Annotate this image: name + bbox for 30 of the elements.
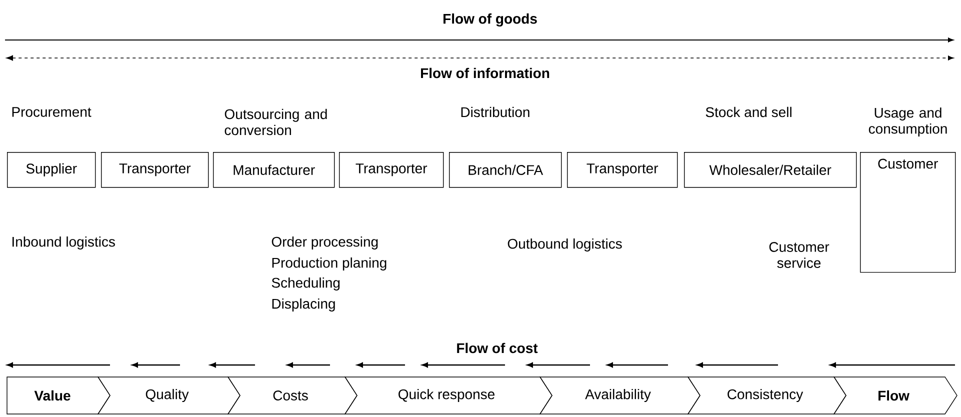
activity-label: Customer service	[769, 242, 830, 268]
stage-label: Usage and consumption	[868, 107, 947, 136]
activity-label: Displacing	[272, 298, 335, 312]
entity-box: Manufacturer	[213, 152, 335, 188]
chevron-step: Costs	[227, 376, 358, 414]
entity-box: Supplier	[7, 152, 96, 188]
stage-label: Procurement	[12, 107, 92, 117]
entity-box: Wholesaler/Retailer	[684, 152, 857, 188]
entity-box: Transporter	[339, 152, 444, 188]
chevron-step: Availability	[539, 376, 700, 414]
chevron-step: Value	[6, 376, 110, 414]
stage-label: Distribution	[461, 106, 530, 118]
activity-label: Production planing	[272, 257, 386, 270]
activity-label: Scheduling	[272, 277, 340, 290]
flow-title: Flow of cost	[457, 342, 538, 354]
chevron-step: Consistency	[687, 376, 846, 414]
chevron-step: Quick response	[344, 376, 552, 414]
entity-box: Customer	[860, 152, 956, 273]
activity-label: Inbound logistics	[12, 236, 115, 250]
chevron-step: Quality	[97, 376, 240, 414]
entity-box: Transporter	[567, 152, 678, 188]
entity-box: Transporter	[101, 152, 209, 188]
entity-box: Branch/CFA	[449, 152, 562, 188]
flow-title: Flow of information	[421, 68, 550, 78]
chevron-step: Flow	[833, 376, 958, 414]
activity-label: Outbound logistics	[508, 238, 622, 252]
flow-title: Flow of goods	[444, 13, 537, 27]
stage-label: Stock and sell	[706, 106, 792, 118]
stage-label: Outsourcing and conversion	[224, 108, 327, 136]
activity-label: Order processing	[272, 236, 378, 250]
